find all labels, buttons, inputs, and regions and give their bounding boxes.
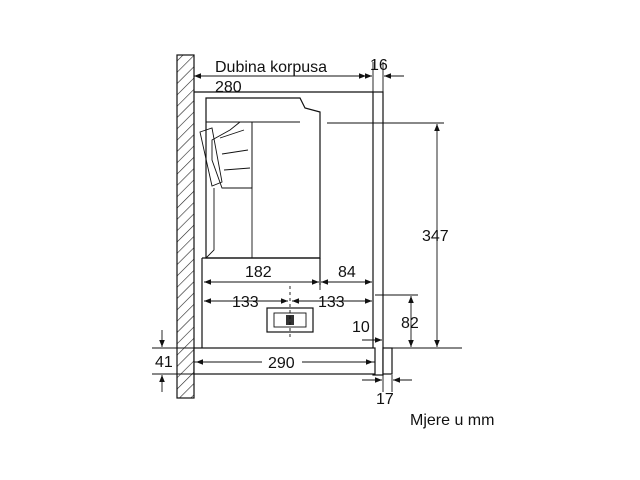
door-thickness-value: 16	[370, 57, 388, 74]
panel-gap-value: 10	[352, 319, 370, 336]
dim-front-panel: 17	[362, 375, 412, 408]
dim-bottom-depth: 290	[196, 352, 373, 372]
dim-door-thickness: 16	[350, 57, 404, 92]
units-note: Mjere u mm	[410, 412, 494, 429]
half-left-value: 133	[232, 294, 259, 311]
upper-depth-value: 182	[245, 264, 272, 281]
dim-lower-height: 82	[375, 294, 419, 347]
cabinet-front-panel	[372, 91, 384, 376]
dim-upper-depth: 182 84	[204, 260, 372, 290]
cabinet-depth-value: 280	[215, 79, 242, 96]
front-offset-value: 84	[338, 264, 356, 281]
blower-unit	[266, 286, 314, 338]
dim-shelf-thickness: 41	[152, 330, 194, 392]
hood-body	[199, 97, 321, 259]
wall	[176, 54, 195, 399]
half-right-value: 133	[318, 294, 345, 311]
dim-cabinet-depth: Dubina korpusa 280	[194, 59, 366, 96]
cabinet-depth-label: Dubina korpusa	[215, 59, 327, 76]
front-handle	[382, 347, 393, 375]
height-value: 347	[422, 228, 449, 245]
dim-height: 347	[327, 122, 462, 349]
shelf-thickness-value: 41	[155, 354, 173, 371]
bottom-depth-value: 290	[268, 355, 295, 372]
front-panel-value: 17	[376, 391, 394, 408]
dim-panel-gap: 10	[352, 319, 384, 348]
dim-halves: 133 133	[204, 294, 372, 311]
lower-height-value: 82	[401, 315, 419, 332]
